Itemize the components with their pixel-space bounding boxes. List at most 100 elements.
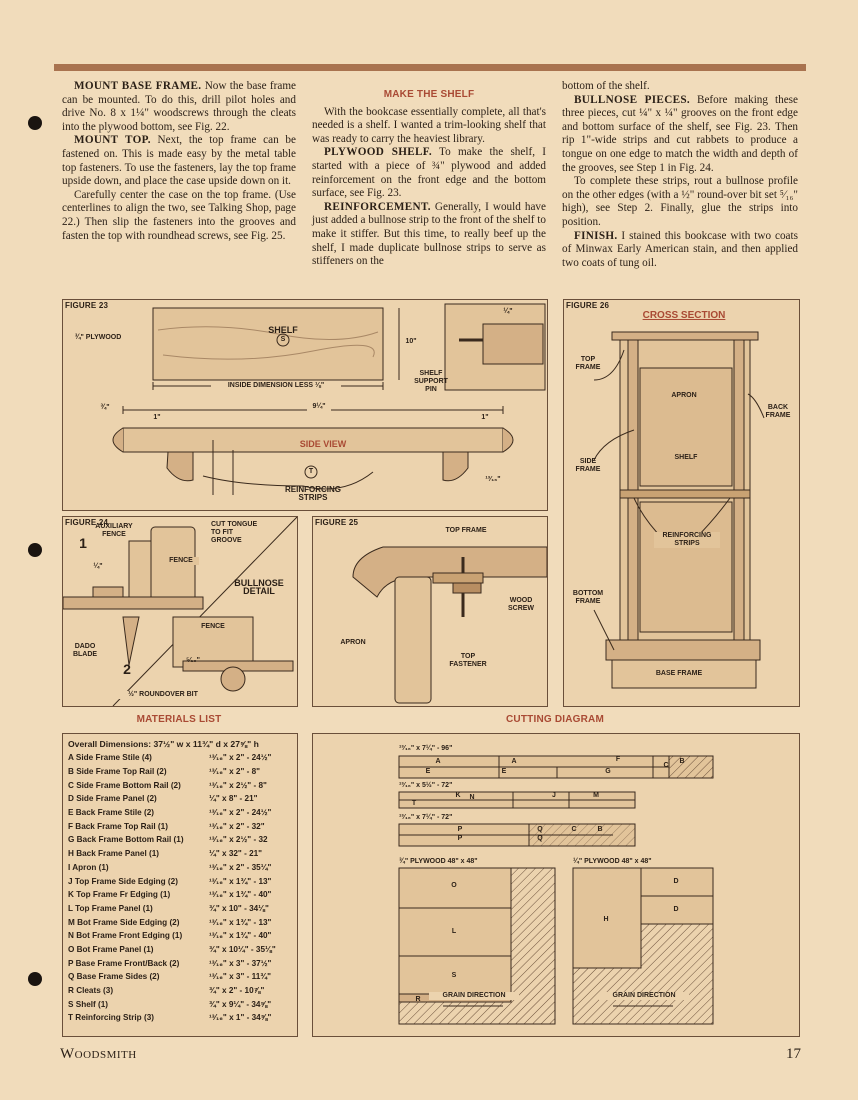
fig24-five16-label: ⁵⁄₁₆" [186, 657, 200, 664]
materials-row: F Back Frame Top Rail (1)¹³⁄₁₆" x 2" - 3… [63, 819, 297, 833]
material-name: Q Base Frame Sides (2) [68, 972, 160, 982]
materials-row: I Apron (1)¹³⁄₁₆" x 2" - 35¼" [63, 861, 297, 875]
fig24-dado-blade-label: DADO BLADE [72, 643, 98, 658]
figure-24-label: FIGURE 24 [65, 518, 109, 527]
fig23-plywood-label: ¾" PLYWOOD [74, 334, 122, 341]
cut-grain-direction-label: GRAIN DIRECTION [429, 992, 519, 1000]
section-heading-make-shelf: MAKE THE SHELF [383, 89, 475, 100]
materials-row: J Top Frame Side Edging (2)¹³⁄₁₆" x 1¾" … [63, 874, 297, 888]
cut-letter-k: K [455, 792, 461, 799]
material-name: O Bot Frame Panel (1) [68, 944, 154, 954]
paragraph-reinforcement: REINFORCEMENT. Generally, I would have j… [312, 201, 546, 269]
material-name: M Bot Frame Side Edging (2) [68, 917, 180, 927]
material-dimension: ¾" x 10¼" - 35⅛" [209, 944, 276, 954]
fig23-thirteen-label: ¹³⁄₁₆" [485, 476, 501, 483]
material-dimension: ¼" x 32" - 21" [209, 849, 263, 859]
paragraph-plywood-shelf: PLYWOOD SHELF. To make the shelf, I star… [312, 146, 546, 200]
paragraph-center-case: Carefully center the case on the top fra… [62, 188, 296, 242]
fig25-top-fastener-label: TOP FASTENER [449, 653, 487, 668]
figure-26-drawing [593, 331, 765, 689]
fig26-apron-label: APRON [671, 392, 697, 399]
material-dimension: ¹³⁄₁₆" x 3" - 11¾" [209, 972, 271, 982]
materials-row: R Cleats (3)¾" x 2" - 10⅞" [63, 984, 297, 998]
material-name: I Apron (1) [68, 862, 109, 872]
cut-grain-direction-label-2: GRAIN DIRECTION [599, 992, 689, 1000]
material-name: A Side Frame Stile (4) [68, 753, 152, 763]
material-name: J Top Frame Side Edging (2) [68, 876, 178, 886]
fig24-fence2-label: FENCE [195, 623, 231, 631]
figure-25-label: FIGURE 25 [315, 518, 359, 527]
fig26-shelf-label: SHELF [674, 454, 698, 461]
text-column-1: MOUNT BASE FRAME. Now the base frame can… [62, 80, 296, 243]
figure-24: FIGURE 24 AUXILIARY FENCE CUT TONGUE TO … [62, 516, 298, 707]
fig23-reinforcing-strips-label: REINFORCING STRIPS [285, 485, 341, 502]
fig23-one-inch-label: 1" [153, 414, 161, 421]
cut-letter-f: F [615, 756, 621, 763]
cut-ply-three-quarter-label: ¾" PLYWOOD 48" x 48" [399, 858, 478, 865]
cut-ply-quarter-label: ¼" PLYWOOD 48" x 48" [573, 858, 652, 865]
cut-letter-m: M [593, 792, 599, 799]
fig23-support-pin-label: SHELF SUPPORT PIN [414, 370, 448, 393]
fig24-step1-label: 1 [79, 535, 87, 551]
fig23-shelf-label: SHELF [268, 325, 298, 335]
materials-row: S Shelf (1)¾" x 9¼" - 34⅝" [63, 997, 297, 1011]
lead-finish: FINISH. [574, 229, 618, 242]
materials-row: B Side Frame Top Rail (2)¹³⁄₁₆" x 2" - 8… [63, 765, 297, 779]
cut-letter-c: C [663, 762, 669, 769]
figure-23-drawing [112, 303, 546, 495]
cut-letter-a: A [435, 758, 441, 765]
cut-letter-t: T [411, 800, 417, 807]
lead-bullnose-pieces: BULLNOSE PIECES. [574, 93, 690, 106]
figure-26: FIGURE 26 CROSS SECTION TOP FRAME APRON … [563, 299, 800, 707]
cutting-diagram-heading: CUTTING DIAGRAM [506, 714, 604, 725]
text-column-3: bottom of the shelf. BULLNOSE PIECES. Be… [562, 80, 798, 270]
lead-plywood-shelf: PLYWOOD SHELF. [324, 146, 432, 159]
material-dimension: ¹³⁄₁₆" x 2" - 32" [209, 821, 265, 831]
material-dimension: ¹³⁄₁₆" x 1¾" - 40" [209, 890, 272, 900]
header-rule [54, 64, 806, 71]
material-name: B Side Frame Top Rail (2) [68, 767, 167, 777]
cut-board1-label: ¹³⁄₁₆" x 7¼" - 96" [399, 745, 453, 752]
material-dimension: ¹³⁄₁₆" x 1¾" - 13" [209, 917, 272, 927]
fig25-wood-screw-label: WOOD SCREW [507, 597, 535, 612]
materials-overall-dimensions: Overall Dimensions: 37½" w x 11¾" d x 27… [68, 739, 259, 749]
figure-23-label: FIGURE 23 [65, 301, 109, 310]
text-column-2: MAKE THE SHELF With the bookcase essenti… [312, 80, 546, 269]
fig25-apron-label: APRON [340, 639, 366, 646]
cut-letter-q2: Q [537, 835, 543, 842]
material-name: N Bot Frame Front Edging (1) [68, 931, 183, 941]
material-dimension: ¼" x 8" - 21" [209, 794, 258, 804]
material-dimension: ¹³⁄₁₆" x 2" - 24½" [209, 753, 272, 763]
materials-row: G Back Frame Bottom Rail (1)¹³⁄₁₆" x 2½"… [63, 833, 297, 847]
fig26-base-frame-label: BASE FRAME [655, 670, 703, 677]
material-name: G Back Frame Bottom Rail (1) [68, 835, 184, 845]
binder-hole-middle [28, 543, 42, 557]
materials-row: A Side Frame Stile (4) ¹³⁄₁₆" x 2" - 24½" [63, 751, 297, 765]
cut-letter-b: B [679, 758, 685, 765]
cut-letter-g: G [605, 768, 611, 775]
material-dimension: ¾" x 9¼" - 34⅝" [209, 999, 272, 1009]
materials-row: T Reinforcing Strip (3)¹³⁄₁₆" x 1" - 34⅝… [63, 1011, 297, 1025]
materials-row: O Bot Frame Panel (1) ¾" x 10¼" - 35⅛" [63, 943, 297, 957]
paragraph-finish: FINISH. I stained this bookcase with two… [562, 230, 798, 271]
paragraph-mount-base-frame: MOUNT BASE FRAME. Now the base frame can… [62, 80, 296, 134]
cut-letter-s: S [451, 972, 457, 979]
fig24-aux-fence-label: AUXILIARY FENCE [95, 523, 133, 538]
materials-row: P Base Frame Front/Back (2)¹³⁄₁₆" x 3" -… [63, 956, 297, 970]
cut-letter-q: Q [537, 826, 543, 833]
materials-row: Q Base Frame Sides (2) ¹³⁄₁₆" x 3" - 11¾" [63, 970, 297, 984]
body-mount-top: Next, the top frame can be fastened on. … [62, 134, 296, 188]
fig26-top-frame-label: TOP FRAME [575, 356, 601, 371]
lead-reinforcement: REINFORCEMENT. [324, 200, 431, 213]
body-bullnose-pieces: Before making these three pieces, cut ¼"… [562, 93, 798, 174]
cut-letter-c2: C [571, 826, 577, 833]
body-plywood-shelf: To make the shelf, I started with a piec… [312, 146, 547, 200]
binder-hole-bottom [28, 972, 42, 986]
cut-letter-j: J [552, 792, 556, 799]
figure-26-label: FIGURE 26 [566, 301, 610, 310]
cut-letter-d: D [673, 878, 679, 885]
fig24-step2-label: 2 [123, 661, 131, 677]
fig23-one-inch-label-right: 1" [481, 414, 489, 421]
material-name: T Reinforcing Strip (3) [68, 1013, 154, 1023]
material-dimension: ¹³⁄₁₆" x 1¾" - 40" [209, 931, 272, 941]
